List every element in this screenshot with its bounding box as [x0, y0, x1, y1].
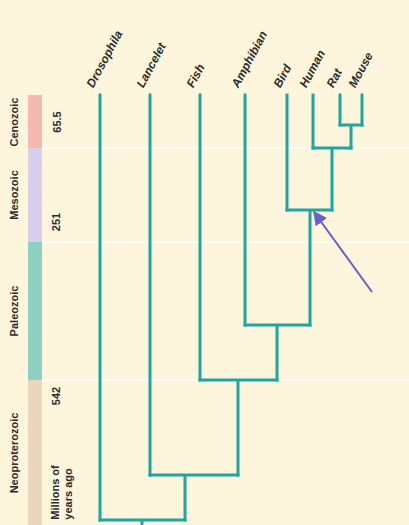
era-name: Paleozoic — [8, 286, 20, 337]
era-band: Cenozoic — [0, 95, 42, 148]
era-band: Paleozoic — [0, 242, 42, 380]
era-band: Neoproterozoic — [0, 380, 42, 525]
era-color-band — [28, 95, 42, 148]
taxon-name: Amphibian — [229, 29, 270, 90]
time-value: 65.5 — [50, 111, 62, 132]
taxon-name: Fish — [184, 62, 208, 90]
taxon-name: Rat — [324, 66, 345, 90]
era-name: Neoproterozoic — [8, 412, 20, 493]
era-band: Mesozoic — [0, 148, 42, 242]
era-color-band — [28, 242, 42, 380]
time-value: 251 — [50, 213, 62, 231]
taxon-name: Human — [297, 48, 328, 90]
era-name: Mesozoic — [8, 170, 20, 220]
era-color-band — [28, 380, 42, 525]
era-name: Cenozoic — [8, 97, 20, 146]
axis-title: Millions of years ago — [49, 449, 74, 519]
taxon-name: Mouse — [346, 50, 376, 90]
era-text-holder: Cenozoic — [0, 95, 28, 148]
pointer-arrow — [314, 212, 372, 292]
taxon-name: Drosophila — [84, 28, 126, 90]
time-value: 542 — [50, 387, 62, 405]
era-text-holder: Neoproterozoic — [0, 380, 28, 525]
era-text-holder: Mesozoic — [0, 148, 28, 242]
tree-branches — [100, 95, 362, 525]
era-text-holder: Paleozoic — [0, 242, 28, 380]
taxon-name: Lancelet — [134, 40, 169, 90]
era-color-band — [28, 148, 42, 242]
taxon-name: Bird — [271, 62, 295, 90]
era-boundaries — [28, 148, 409, 380]
